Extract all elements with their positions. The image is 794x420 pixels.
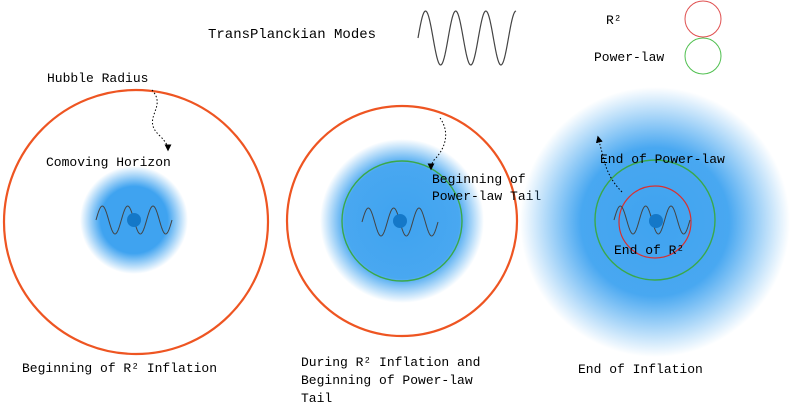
end-of-powerlaw-label: End of Power-law	[600, 152, 725, 167]
powerlaw-tail-label-line-2: Power-law Tail	[432, 189, 541, 204]
panel-during-r2-inflation: Beginning of Power-law Tail During R² In…	[285, 104, 541, 406]
end-of-r2-label: End of R²	[614, 243, 684, 258]
legend-r2-label: R²	[606, 13, 622, 28]
legend-powerlaw-circle-icon	[684, 37, 722, 75]
powerlaw-tail-label-line-1: Beginning of	[432, 172, 526, 187]
comoving-core	[127, 213, 141, 227]
hubble-radius-circle	[285, 104, 519, 338]
r2-horizon-circle	[618, 185, 692, 259]
caption-panel-2-line-3: Tail	[301, 391, 332, 406]
transplanckian-wave-icon	[417, 10, 517, 66]
comoving-horizon-label: Comoving Horizon	[46, 155, 171, 170]
caption-panel-3-line-1: End of Inflation	[578, 362, 703, 377]
comoving-core	[649, 214, 663, 228]
powerlaw-horizon-circle	[594, 159, 716, 281]
caption-panel-2-line-2: Beginning of Power-law	[301, 373, 473, 388]
hubble-radius-arrow	[151, 89, 172, 152]
panel-end-of-inflation: End of Power-law End of R² End of Inflat…	[520, 87, 790, 377]
powerlaw-tail-arrow	[427, 117, 447, 171]
panel-beginning-of-r2-inflation: Hubble Radius Comoving Horizon Beginning…	[2, 71, 270, 376]
comoving-core	[393, 214, 407, 228]
caption-panel-1-line-1: Beginning of R² Inflation	[22, 361, 217, 376]
hubble-radius-circle	[2, 88, 270, 356]
legend-r2-circle-icon	[684, 0, 722, 38]
caption-panel-2-line-1: During R² Inflation and	[301, 355, 480, 370]
legend-powerlaw-label: Power-law	[594, 50, 664, 65]
powerlaw-horizon-circle	[341, 160, 463, 282]
hubble-radius-label: Hubble Radius	[47, 71, 148, 86]
modes-label: TransPlanckian Modes	[208, 27, 376, 43]
